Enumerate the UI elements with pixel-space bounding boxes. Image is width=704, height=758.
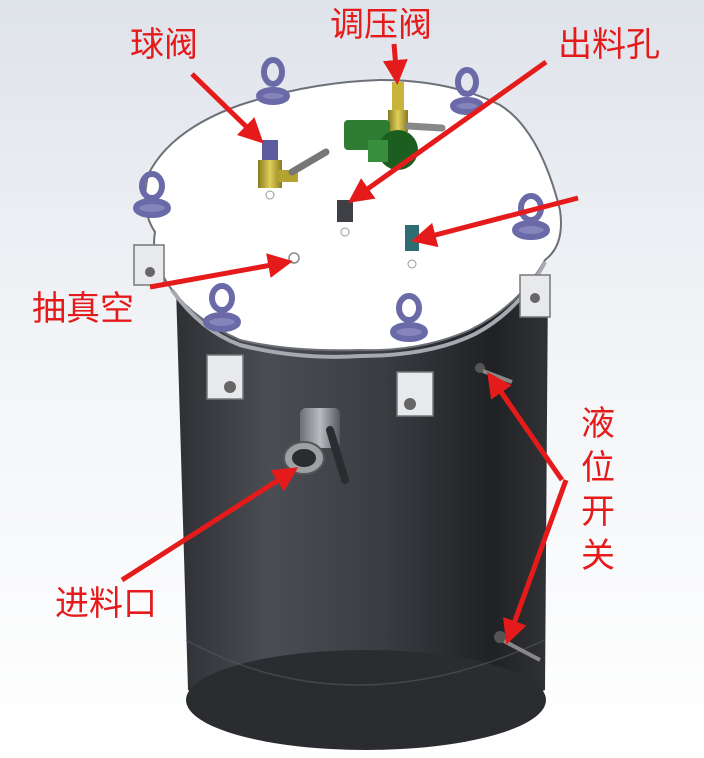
feed-port-valve	[283, 408, 349, 484]
outlet-fitting	[337, 200, 353, 237]
level-switch-label: 液位开关	[581, 404, 615, 576]
feed-port-arrow	[120, 467, 299, 583]
ball-valve-arrow	[190, 72, 264, 144]
clamp-brackets	[133, 244, 551, 417]
level-lower-arrow	[503, 479, 569, 645]
feed-port-label: 进料口	[55, 584, 157, 624]
regulator-arrow	[382, 43, 408, 85]
outlet-arrow	[347, 59, 548, 203]
level-upper-arrow	[487, 371, 565, 482]
fitting-arrow	[411, 195, 579, 248]
annotation-arrows	[120, 43, 579, 645]
regulator-valve-label: 调压阀	[330, 5, 432, 45]
tank-body	[176, 278, 548, 750]
eye-bolts	[133, 57, 550, 342]
vacuum-arrow	[149, 253, 293, 290]
ball-valve	[258, 140, 330, 200]
ball-valve-label: 球阀	[130, 25, 198, 65]
vacuum-label: 抽真空	[32, 289, 134, 329]
regulator-valve	[344, 82, 446, 170]
outlet-hole-label: 出料孔	[558, 25, 660, 65]
